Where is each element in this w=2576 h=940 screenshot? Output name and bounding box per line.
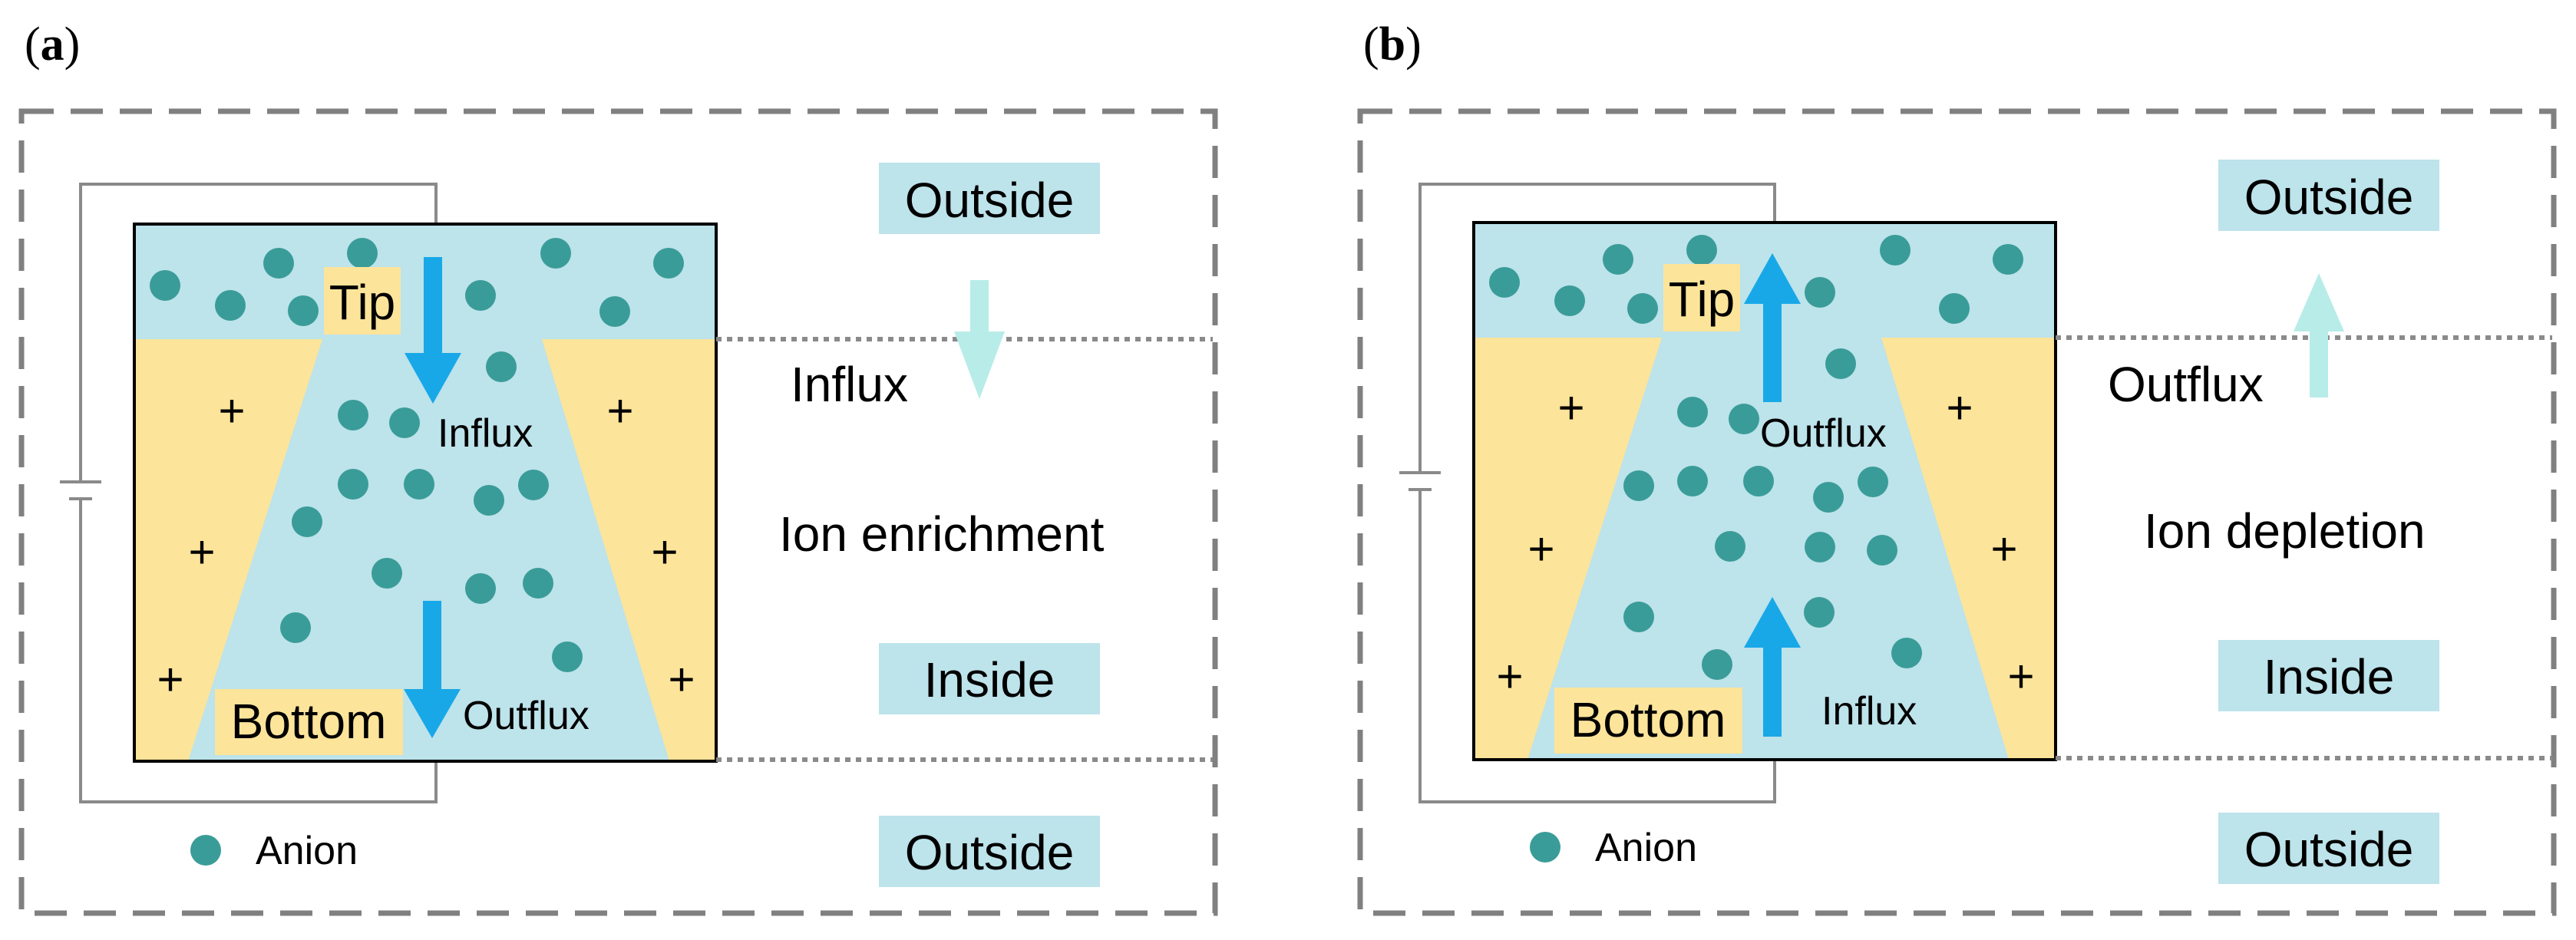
outside-top-label: Outside	[905, 173, 1075, 228]
tip-label-box	[1663, 264, 1740, 331]
anion-legend-icon	[190, 835, 221, 866]
inner-flux-bottom: Influx	[1821, 689, 1917, 734]
tip-label: Tip	[329, 275, 396, 330]
inner-flux-top: Influx	[438, 411, 533, 456]
positive-charge: +	[606, 385, 633, 437]
right-flux-label: Influx	[791, 357, 908, 412]
state-label: Ion depletion	[2144, 503, 2426, 559]
anion-group	[1489, 235, 2023, 680]
legend-label: Anion	[256, 829, 358, 873]
inner-flux-bottom: Outflux	[463, 694, 590, 738]
battery-icon	[60, 183, 438, 803]
battery-icon	[1399, 183, 1776, 803]
inside-label: Inside	[2264, 649, 2395, 704]
bottom-label: Bottom	[231, 694, 387, 749]
outside-bottom-box	[2218, 813, 2439, 884]
positive-charge: +	[1496, 651, 1523, 702]
tip-label: Tip	[1669, 272, 1735, 327]
positive-charge: +	[1946, 382, 1973, 434]
positive-charge: +	[1557, 382, 1584, 434]
light-arrow-icon	[2294, 273, 2344, 397]
flow-arrow-icon	[404, 257, 461, 738]
light-arrow-icon	[954, 280, 1005, 399]
anion-legend-icon	[1530, 832, 1560, 862]
right-flux-label: Outflux	[2108, 357, 2264, 412]
legend-label: Anion	[1595, 826, 1697, 870]
positive-charge: +	[188, 526, 215, 578]
positive-charge: +	[157, 654, 183, 705]
outside-top-label: Outside	[2244, 170, 2414, 225]
positive-charge: +	[1527, 523, 1554, 575]
inside-box	[2218, 640, 2439, 711]
panel-label-b: (b)	[1363, 18, 1422, 71]
dashed-frame	[1357, 108, 2557, 916]
outside-bottom-box	[879, 816, 1100, 887]
outside-top-box	[2218, 160, 2439, 231]
positive-charge: +	[2007, 651, 2034, 702]
outside-bottom-label: Outside	[905, 825, 1075, 880]
inside-label: Inside	[924, 652, 1055, 707]
bottom-label-box	[215, 689, 403, 755]
inside-box	[879, 643, 1100, 714]
panel-label-a: (a)	[25, 18, 80, 71]
panel-b: (b)	[1357, 18, 2557, 916]
bottom-label: Bottom	[1570, 692, 1726, 747]
positive-charge: +	[1990, 523, 2017, 575]
bottom-label-box	[1554, 688, 1742, 754]
state-label: Ion enrichment	[779, 506, 1105, 562]
flow-arrow-icon	[1744, 253, 1801, 737]
positive-charge: +	[651, 526, 678, 578]
positive-charge: +	[668, 654, 695, 705]
dashed-frame	[18, 108, 1218, 916]
panel-a: (a)	[18, 18, 1218, 916]
inner-flux-top: Outflux	[1760, 411, 1887, 456]
tip-label-box	[324, 267, 401, 335]
outside-bottom-label: Outside	[2244, 822, 2414, 877]
anion-group	[150, 238, 684, 672]
outside-top-box	[879, 163, 1100, 234]
positive-charge: +	[218, 385, 245, 437]
